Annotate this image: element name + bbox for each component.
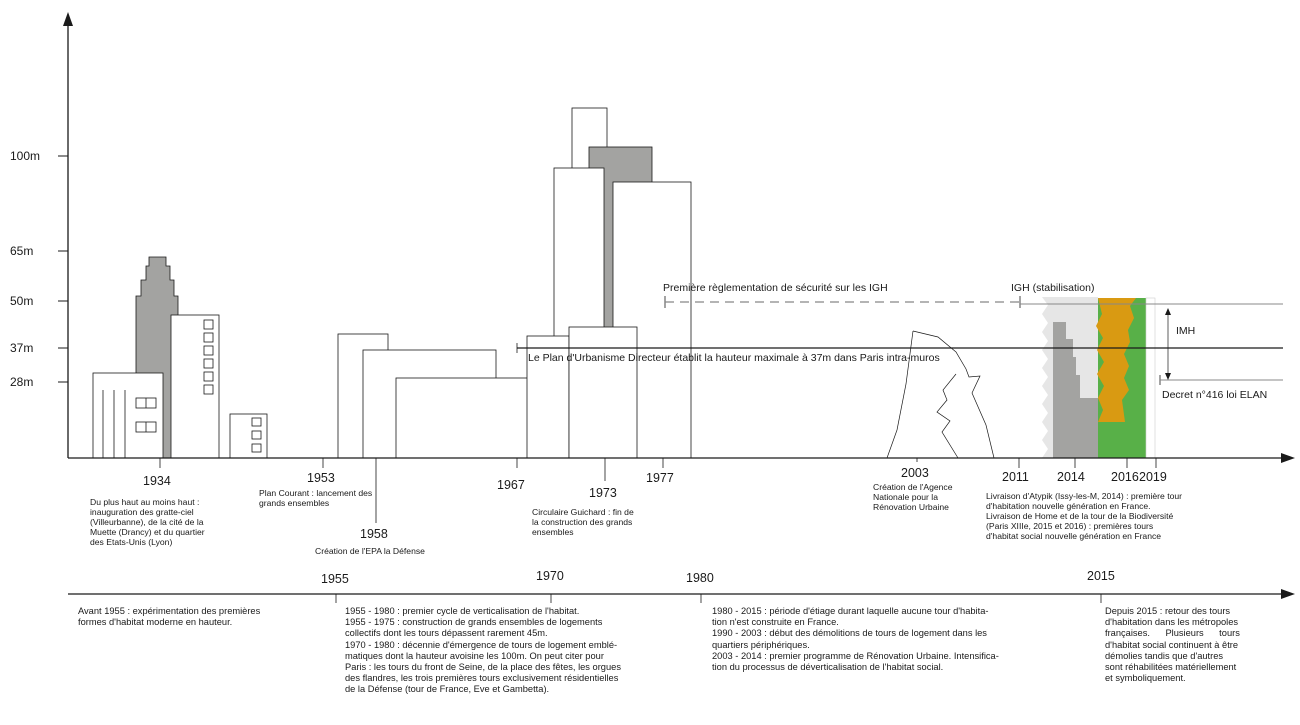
year-2014: 2014 (1057, 470, 1085, 484)
period-before-1955: Avant 1955 : expérimentation des premièr… (78, 606, 261, 628)
y-axis (58, 12, 73, 458)
year-1953: 1953 (307, 471, 335, 485)
label-igh-stab: IGH (stabilisation) (1011, 282, 1094, 294)
y-tick-37m: 37m (10, 341, 33, 355)
label-elan: Decret n°416 loi ELAN (1162, 389, 1267, 401)
y-tick-65m: 65m (10, 244, 33, 258)
y-tick-28m: 28m (10, 375, 33, 389)
y-tick-100m: 100m (10, 149, 40, 163)
year-1973: 1973 (589, 486, 617, 500)
period-label-1955: 1955 (321, 572, 349, 586)
annotation-1934: Du plus haut au moins haut : inauguratio… (90, 497, 207, 547)
buildings-1970s (526, 107, 692, 459)
annotation-1973: Circulaire Guichard : fin de la construc… (532, 507, 636, 537)
year-2016: 2016 (1111, 470, 1139, 484)
annotation-1958: Création de l'EPA la Défense (315, 546, 425, 556)
regulation-lines (516, 296, 1283, 385)
buildings-1934 (92, 256, 268, 459)
annotation-2014: Livraison d'Atypik (Issy-les-M, 2014) : … (986, 491, 1184, 541)
y-tick-50m: 50m (10, 294, 33, 308)
period-axis-arrow-icon (1281, 589, 1295, 599)
year-2019: 2019 (1139, 470, 1167, 484)
period-label-2015: 2015 (1087, 569, 1115, 583)
period-label-1980: 1980 (686, 571, 714, 585)
new-generation-towers (1042, 297, 1156, 459)
buildings-grands-ensembles (337, 333, 558, 459)
annotation-1953: Plan Courant : lancement des grands ense… (259, 488, 375, 508)
period-1955-1980: 1955 - 1980 : premier cycle de verticali… (345, 606, 621, 695)
year-1967: 1967 (497, 478, 525, 492)
label-igh-first: Première règlementation de sécurité sur … (663, 282, 888, 294)
home-tower-gold (1096, 298, 1136, 422)
year-2011: 2011 (1002, 470, 1029, 484)
period-since-2015: Depuis 2015 : retour des tours d'habitat… (1105, 606, 1240, 684)
year-1934: 1934 (143, 474, 171, 488)
main-time-axis (68, 453, 1295, 523)
period-axis (68, 589, 1295, 603)
y-axis-arrow-icon (63, 12, 73, 26)
year-1977: 1977 (646, 471, 674, 485)
building-1934-low (92, 372, 164, 459)
year-2003: 2003 (901, 466, 929, 480)
year-1958: 1958 (360, 527, 388, 541)
building-1934-small (229, 413, 268, 459)
label-pud: Le Plan d'Urbanisme Directeur établit la… (528, 352, 940, 364)
period-label-1970: 1970 (536, 569, 564, 583)
atypik-grey (1053, 322, 1098, 458)
label-imh: IMH (1176, 325, 1195, 337)
period-1980-2015: 1980 - 2015 : période d'étiage durant la… (712, 606, 999, 673)
x-axis-arrow-icon (1281, 453, 1295, 463)
demolished-tower-sketch (886, 330, 995, 459)
annotation-2003: Création de l'Agence Nationale pour la R… (873, 482, 955, 512)
